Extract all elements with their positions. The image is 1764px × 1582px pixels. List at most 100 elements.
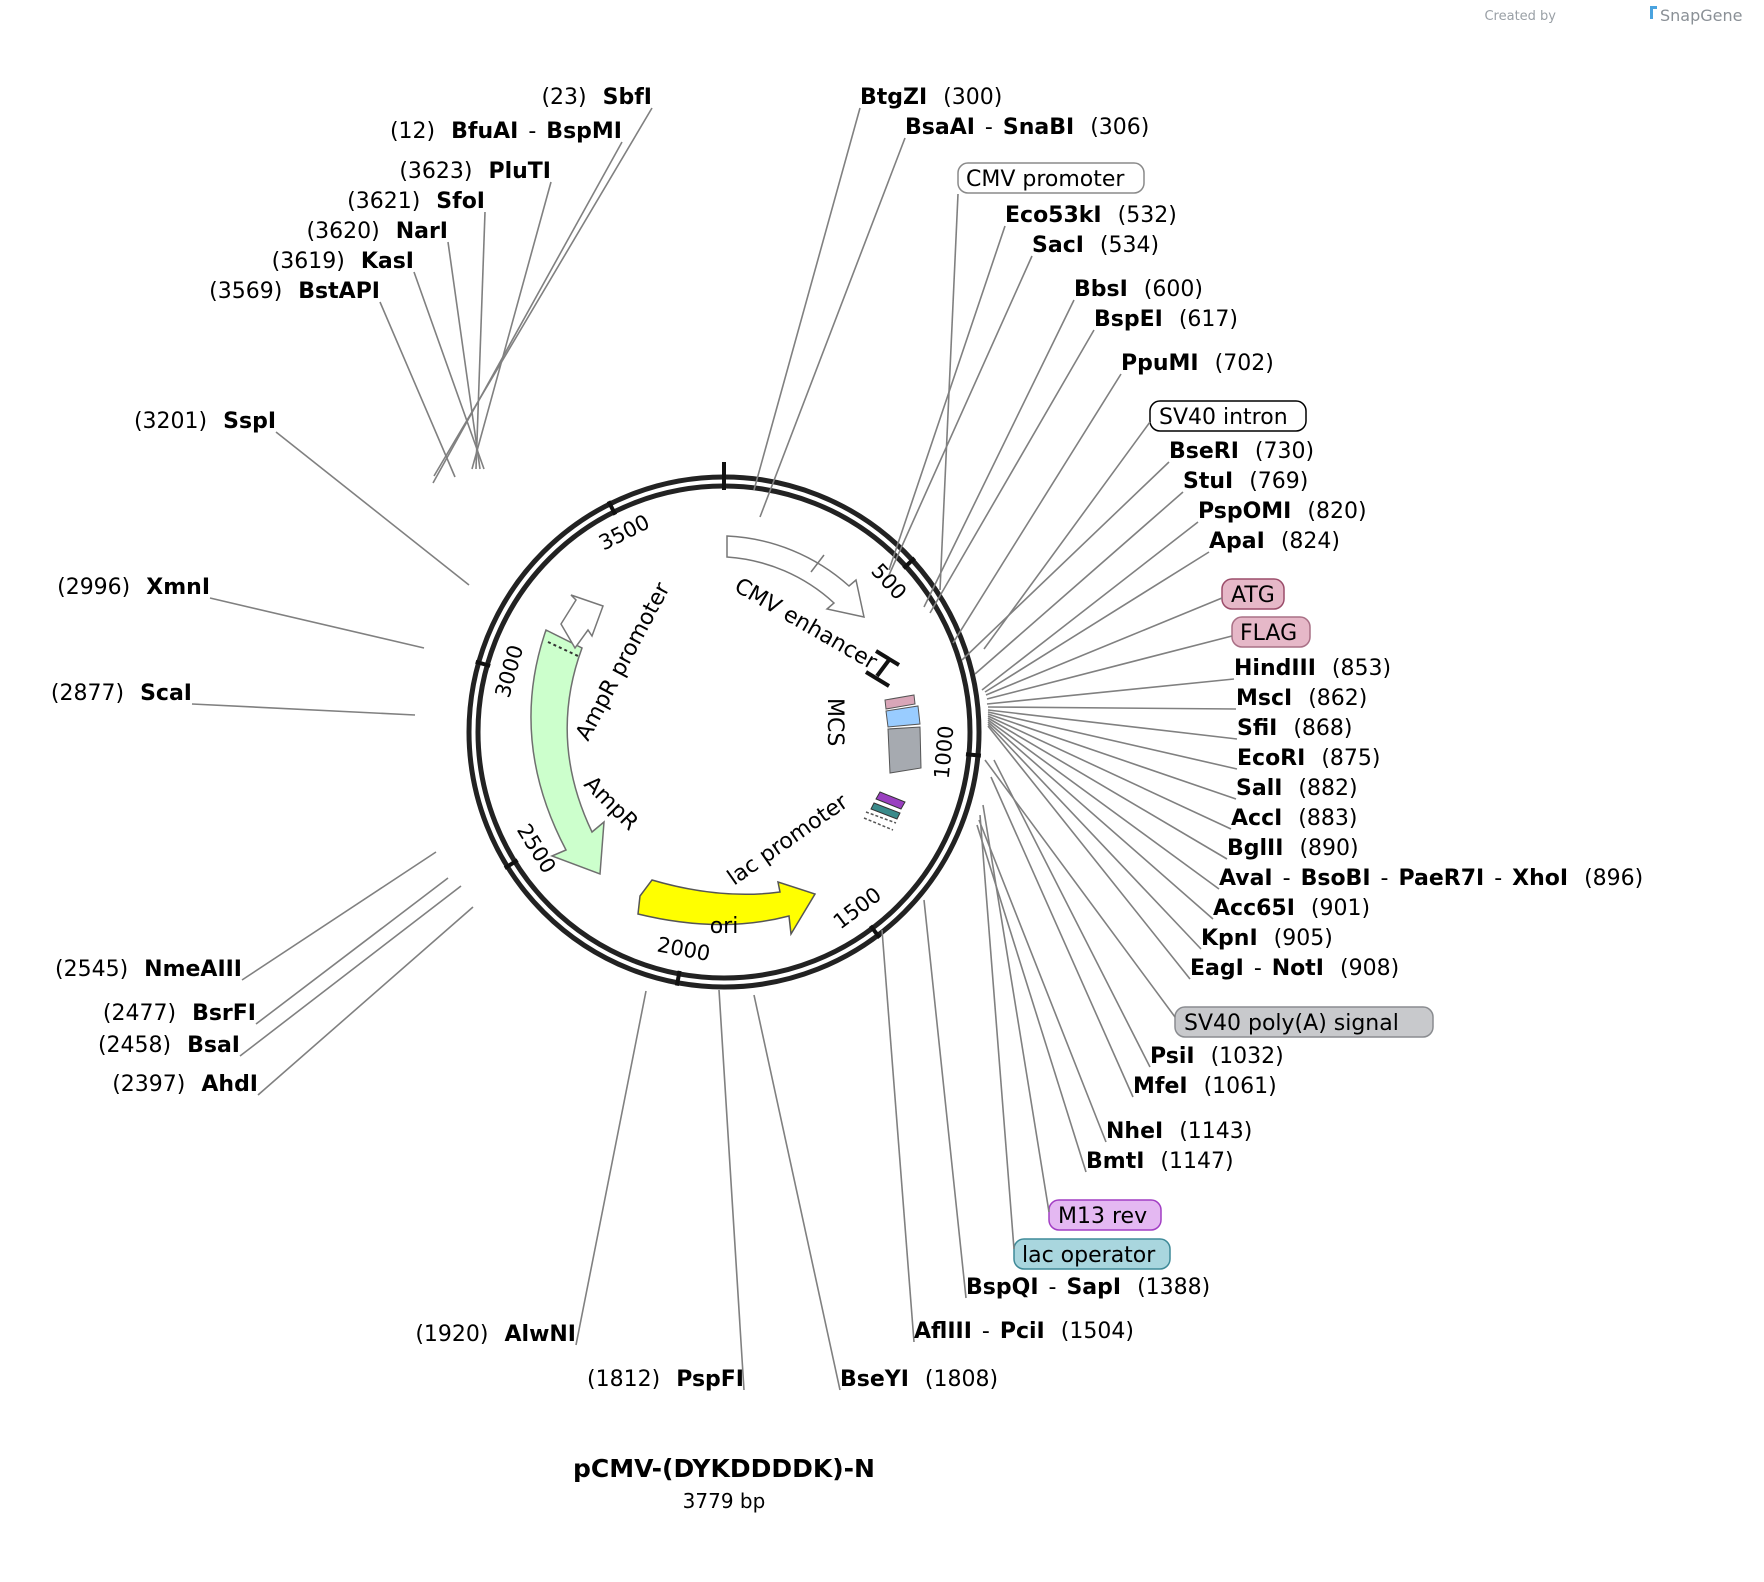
restriction-site-label: (2877)ScaI — [51, 681, 192, 706]
tick-label: 3000 — [491, 642, 529, 700]
leader-lines — [191, 107, 1238, 1391]
restriction-site-label: AccI(883) — [1231, 806, 1357, 831]
leader-line — [987, 709, 1238, 740]
restriction-site-label: (2458)BsaI — [98, 1033, 240, 1058]
svg-text:SV40 intron: SV40 intron — [1159, 405, 1288, 430]
cmv-enhancer-divider — [810, 554, 825, 573]
tick-mark — [869, 924, 882, 939]
leader-line — [976, 824, 1087, 1173]
leader-line — [993, 759, 1151, 1068]
restriction-site-label: NheI(1143) — [1106, 1119, 1252, 1144]
restriction-site-label: (2545)NmeAIII — [55, 957, 242, 982]
cmv-enhancer-label: CMV enhancer — [730, 574, 882, 676]
restriction-site-label: (3623)PluTI — [399, 159, 551, 184]
restriction-site-label: BspEI(617) — [1094, 307, 1238, 332]
svg-text:SV40 poly(A) signal: SV40 poly(A) signal — [1184, 1011, 1399, 1036]
restriction-site-label: BseRI(730) — [1169, 439, 1314, 464]
feature-box-m13-rev: M13 rev — [1048, 1199, 1162, 1231]
leader-line — [888, 255, 1033, 576]
restriction-site-label: PsiI(1032) — [1150, 1044, 1284, 1069]
restriction-site-label: MscI(862) — [1236, 686, 1367, 711]
leader-line — [929, 329, 1095, 614]
leader-line — [990, 776, 1134, 1098]
leader-line — [759, 137, 906, 518]
tick-label: 1000 — [930, 725, 959, 780]
sv40-polya-block — [887, 726, 922, 774]
ampr-promoter-arrow — [560, 594, 604, 650]
svg-text:CMV promoter: CMV promoter — [966, 167, 1125, 192]
restriction-site-label: Eco53kI(532) — [1005, 203, 1177, 228]
leader-line — [888, 225, 1006, 571]
restriction-site-label: MfeI(1061) — [1133, 1074, 1277, 1099]
mcs-label: MCS — [822, 698, 847, 746]
plasmid-length: 3779 bp — [683, 1489, 766, 1513]
feature-box-sv40-polya: SV40 poly(A) signal — [1174, 1006, 1434, 1038]
tick-mark — [475, 659, 491, 668]
snapgene-brand-text: SnapGene — [1660, 6, 1742, 25]
restriction-site-label: (2397)AhdI — [112, 1072, 258, 1097]
feature-box-atg: ATG — [1221, 578, 1285, 610]
leader-line — [881, 929, 915, 1343]
tick-mark — [965, 752, 982, 758]
restriction-site-label: BseYI(1808) — [840, 1367, 998, 1392]
leader-line — [978, 819, 1107, 1143]
restriction-site-label: EcoRI(875) — [1237, 746, 1380, 771]
leader-line — [191, 703, 416, 716]
leader-line — [475, 211, 486, 470]
restriction-site-label: ApaI(824) — [1209, 529, 1340, 554]
restriction-site-label: PpuMI(702) — [1121, 351, 1274, 376]
svg-text:FLAG: FLAG — [1240, 621, 1297, 646]
leader-line — [413, 271, 485, 470]
restriction-site-labels: (23)SbfI (12)BfuAI-BspMI (3623)PluTI (3621)… — [51, 85, 1643, 1392]
leader-line — [984, 551, 1210, 693]
tick-mark — [674, 970, 682, 987]
restriction-site-label: KpnI(905) — [1201, 926, 1333, 951]
restriction-site-label: (12)BfuAI-BspMI — [390, 119, 622, 144]
leader-line — [987, 721, 1214, 920]
restriction-site-label: BtgZI(300) — [860, 85, 1002, 110]
leader-line — [952, 373, 1122, 644]
leader-line — [987, 715, 1232, 830]
plasmid-name: pCMV-(DYKDDDDK)-N — [573, 1454, 875, 1483]
mcs-block — [885, 705, 921, 728]
sv40-intron-marker — [864, 649, 901, 688]
restriction-site-label: SalI(882) — [1236, 776, 1358, 801]
feature-box-flag: FLAG — [1231, 616, 1311, 648]
restriction-site-label: (2996)XmnI — [57, 575, 210, 600]
leader-line — [986, 678, 1235, 705]
svg-text:lac operator: lac operator — [1022, 1243, 1156, 1268]
feature-box-lac-operator: lac operator — [1013, 1238, 1171, 1270]
leader-line — [961, 461, 1170, 661]
ampr-arrow — [530, 628, 605, 876]
restriction-site-label: (23)SbfI — [541, 85, 652, 110]
leader-line — [257, 906, 474, 1096]
leader-line — [379, 301, 456, 478]
restriction-site-label: (3620)NarI — [307, 219, 448, 244]
leader-line — [241, 851, 437, 981]
restriction-site-label: AvaI-BsoBI-PaeR7I-XhoI(896) — [1219, 866, 1643, 891]
feature-box-sv40-intron: SV40 intron — [1149, 400, 1307, 432]
lac-promoter-label: lac promoter — [723, 789, 853, 891]
restriction-site-label: AflIII-PciI(1504) — [914, 1319, 1134, 1344]
leader-line — [987, 725, 1191, 980]
restriction-site-label: Acc65I(901) — [1213, 896, 1370, 921]
restriction-site-label: BbsI(600) — [1074, 277, 1203, 302]
feature-box-cmv-promoter: CMV promoter — [957, 162, 1145, 194]
snapgene-logo-icon — [1650, 6, 1657, 19]
restriction-site-label: BsaAI-SnaBI(306) — [905, 115, 1149, 140]
leader-line — [275, 431, 470, 586]
tick-label: 2000 — [655, 933, 712, 966]
restriction-site-label: (1920)AlwNI — [415, 1322, 576, 1347]
lac-promoter-mark — [863, 811, 897, 831]
leader-line — [255, 877, 449, 1025]
restriction-site-label: HindIII(853) — [1234, 656, 1391, 681]
ori-arrow — [637, 879, 817, 937]
leader-line — [923, 899, 967, 1299]
restriction-site-label: PspOMI(820) — [1198, 499, 1367, 524]
leader-line — [718, 989, 745, 1391]
restriction-site-label: (3619)KasI — [272, 249, 414, 274]
restriction-site-label: (3201)SspI — [134, 409, 276, 434]
restriction-site-label: (3569)BstAPI — [209, 279, 380, 304]
restriction-site-label: (3621)SfoI — [347, 189, 485, 214]
